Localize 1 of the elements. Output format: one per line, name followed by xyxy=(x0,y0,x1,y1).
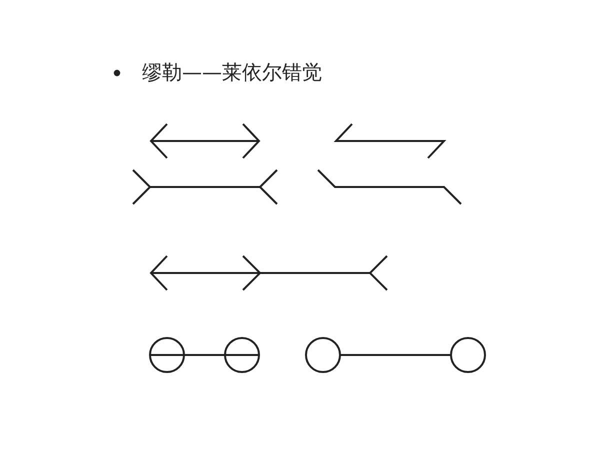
slide-title: 缪勒——莱依尔错觉 xyxy=(142,59,322,86)
